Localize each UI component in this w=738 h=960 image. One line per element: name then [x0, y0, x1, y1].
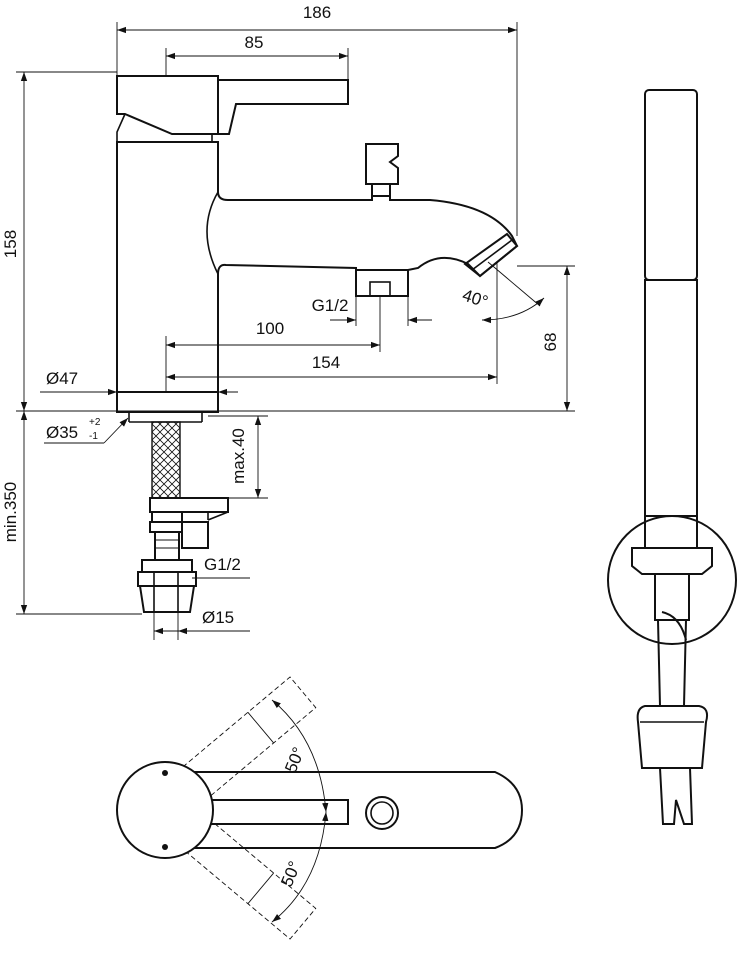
- dim-hole-tol-minus: -1: [89, 431, 98, 442]
- dim-height: 158: [1, 230, 20, 258]
- body-top: [116, 761, 214, 859]
- dim-body-diameter: Ø47: [46, 369, 78, 388]
- dim-max-deck: max.40: [229, 428, 248, 484]
- dim-spout-angle: 40°: [460, 286, 490, 312]
- diverter-top: [365, 796, 399, 830]
- dim-spout-height: 68: [541, 333, 560, 352]
- mounting-bracket: [149, 497, 229, 513]
- dim-overall-length: 186: [303, 3, 331, 22]
- lever-handle: [116, 75, 219, 135]
- dim-inlet-thread: G1/2: [204, 555, 241, 574]
- dim-hole-diameter: Ø35: [46, 423, 78, 442]
- outlet-fitting: [355, 269, 409, 297]
- dim-min-hose: min.350: [1, 482, 20, 542]
- dim-lever-angle-top: 50°: [281, 744, 308, 775]
- spout-top-outline: [164, 771, 524, 849]
- diverter-knob: [365, 143, 399, 185]
- hand-shower: [607, 89, 737, 825]
- dim-outlet-thread: G1/2: [312, 296, 349, 315]
- mixer-body: [116, 141, 519, 393]
- braided-hose: [151, 421, 181, 499]
- dim-outlet-distance: 100: [256, 319, 284, 338]
- side-view: [116, 75, 519, 613]
- dimension-lines: 186 85 158 G1/2 100 154 Ø47 68: [1, 3, 575, 640]
- shower-handle: [644, 279, 698, 517]
- dim-inlet-diameter: Ø15: [202, 608, 234, 627]
- dim-lever-angle-bottom: 50°: [277, 858, 304, 889]
- top-view: 50° 50°: [116, 676, 524, 940]
- shower-head: [644, 89, 698, 281]
- inlet-connector: [141, 559, 193, 573]
- dim-hole-tol-plus: +2: [89, 417, 101, 428]
- spout-outlet: [463, 232, 519, 278]
- dim-handle-offset: 85: [245, 33, 264, 52]
- dim-spout-projection: 154: [312, 353, 340, 372]
- wall-holder: [607, 515, 737, 645]
- lever-arm: [218, 79, 349, 135]
